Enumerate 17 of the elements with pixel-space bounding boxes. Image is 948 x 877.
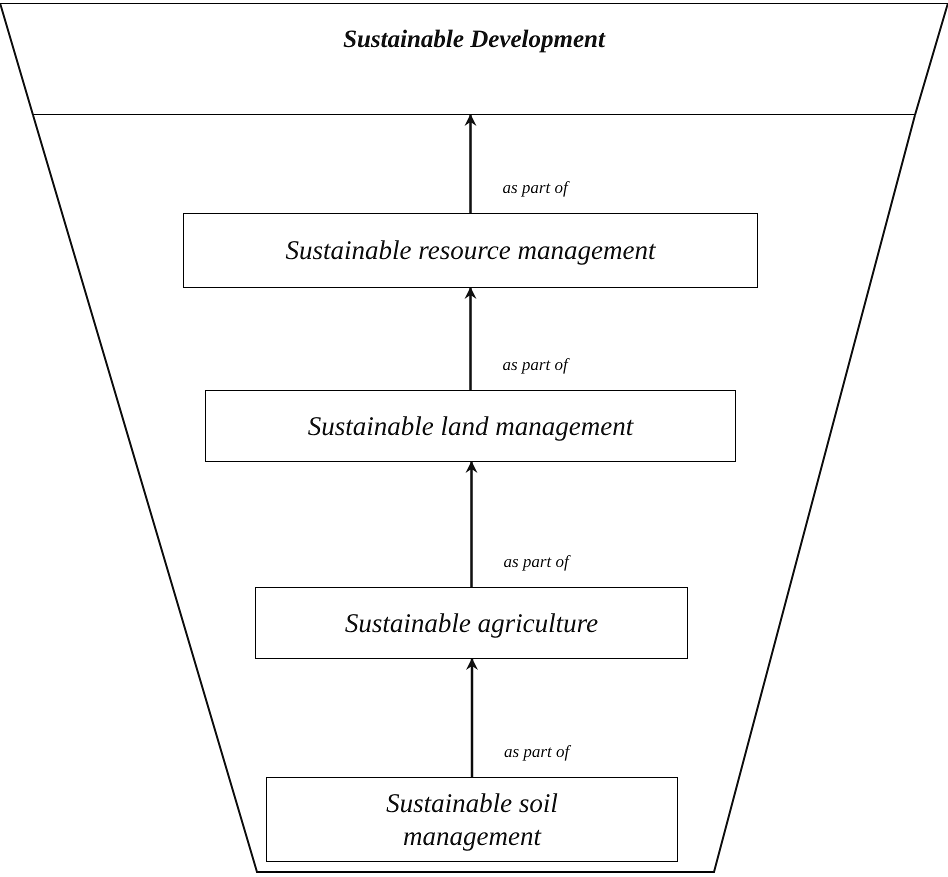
box-label: Sustainable land management [308,410,634,442]
arrow [464,287,476,390]
edge-label: as part of [500,355,570,375]
edge-label: as part of [502,552,571,572]
edge-label: as part of [502,742,572,762]
process-box [255,587,688,659]
box-label: Sustainable resource management [286,234,656,267]
box-label: Sustainable agriculture [344,606,598,640]
arrow [466,658,478,777]
arrow [466,461,478,587]
arrow [464,114,476,213]
edge-label: as part of [500,178,570,198]
process-box [183,213,758,288]
process-box [205,390,736,462]
band-title: Sustainable Development [343,25,605,55]
process-box [266,777,678,862]
box-label: Sustainable soil management [385,787,559,852]
